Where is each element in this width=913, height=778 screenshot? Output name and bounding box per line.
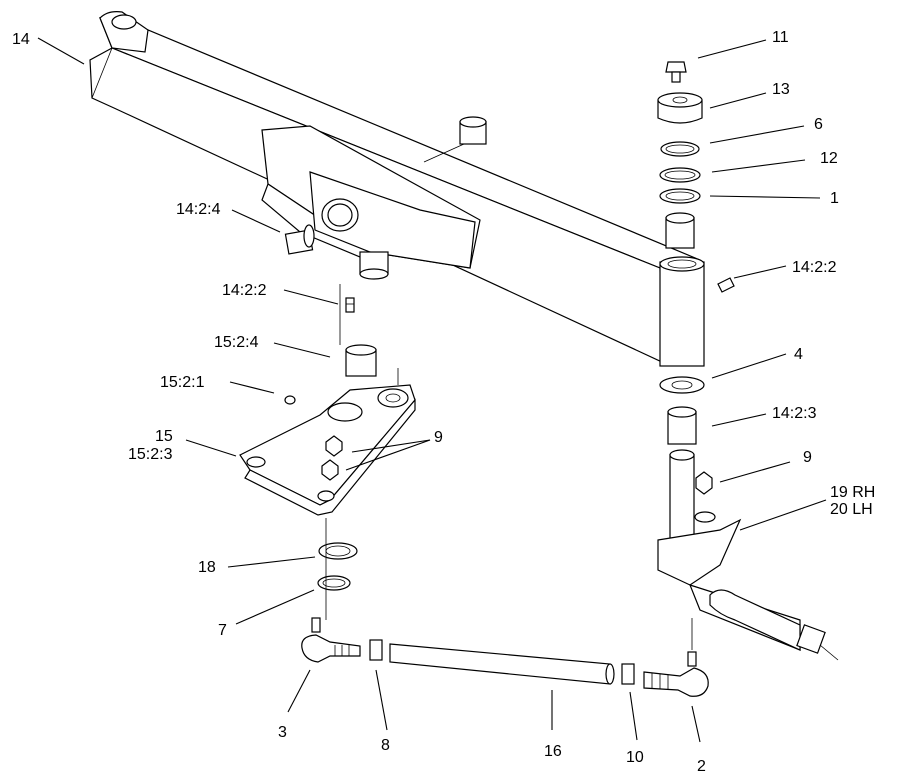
callout-15: 15	[155, 428, 173, 445]
callout-7: 7	[218, 622, 227, 639]
callout-10: 10	[626, 749, 644, 766]
callout-6: 6	[814, 116, 823, 133]
callout-14-2-2-left: 14:2:2	[222, 282, 267, 299]
callout-20-lh: 20 LH	[830, 501, 873, 518]
callout-8: 8	[381, 737, 390, 754]
steering-plate	[239, 284, 416, 516]
callout-4: 4	[794, 346, 803, 363]
jam-nut-8	[369, 639, 383, 661]
grease-fitting-left	[345, 297, 355, 313]
callout-labels: 14 11 13 6 12 1 14:2:4 14:2:2 14:2:2 4 1…	[12, 29, 875, 775]
callout-16: 16	[544, 743, 562, 760]
tie-rod-end-left	[301, 617, 361, 663]
callout-13: 13	[772, 81, 790, 98]
callout-15-2-4: 15:2:4	[214, 334, 259, 351]
callout-12: 12	[820, 150, 838, 167]
snap-ring-7	[317, 518, 351, 620]
callout-2: 2	[697, 758, 706, 775]
jam-nut-10	[621, 663, 635, 685]
callout-11: 11	[772, 29, 789, 46]
callout-14-2-2-right: 14:2:2	[792, 259, 837, 276]
callout-18: 18	[198, 559, 216, 576]
callout-19-rh: 19 RH	[830, 484, 875, 501]
bushing-top	[459, 116, 487, 145]
callout-9-right: 9	[803, 449, 812, 466]
axle-beam	[89, 11, 705, 367]
callout-3: 3	[278, 724, 287, 741]
callout-14: 14	[12, 31, 30, 48]
spindle	[657, 449, 839, 661]
leader-lines	[37, 37, 827, 743]
tie-rod-end-right	[643, 651, 709, 697]
bushing-14-2-4	[284, 224, 315, 255]
callout-15-2-3: 15:2:3	[128, 446, 173, 463]
callout-14-2-3: 14:2:3	[772, 405, 817, 422]
washer-18	[318, 542, 358, 560]
tie-rod	[389, 643, 615, 685]
callout-15-2-1: 15:2:1	[160, 374, 205, 391]
callout-14-2-4: 14:2:4	[176, 201, 221, 218]
callout-9-left: 9	[434, 429, 443, 446]
kingpin-stack-right	[657, 61, 735, 495]
callout-1: 1	[830, 190, 839, 207]
